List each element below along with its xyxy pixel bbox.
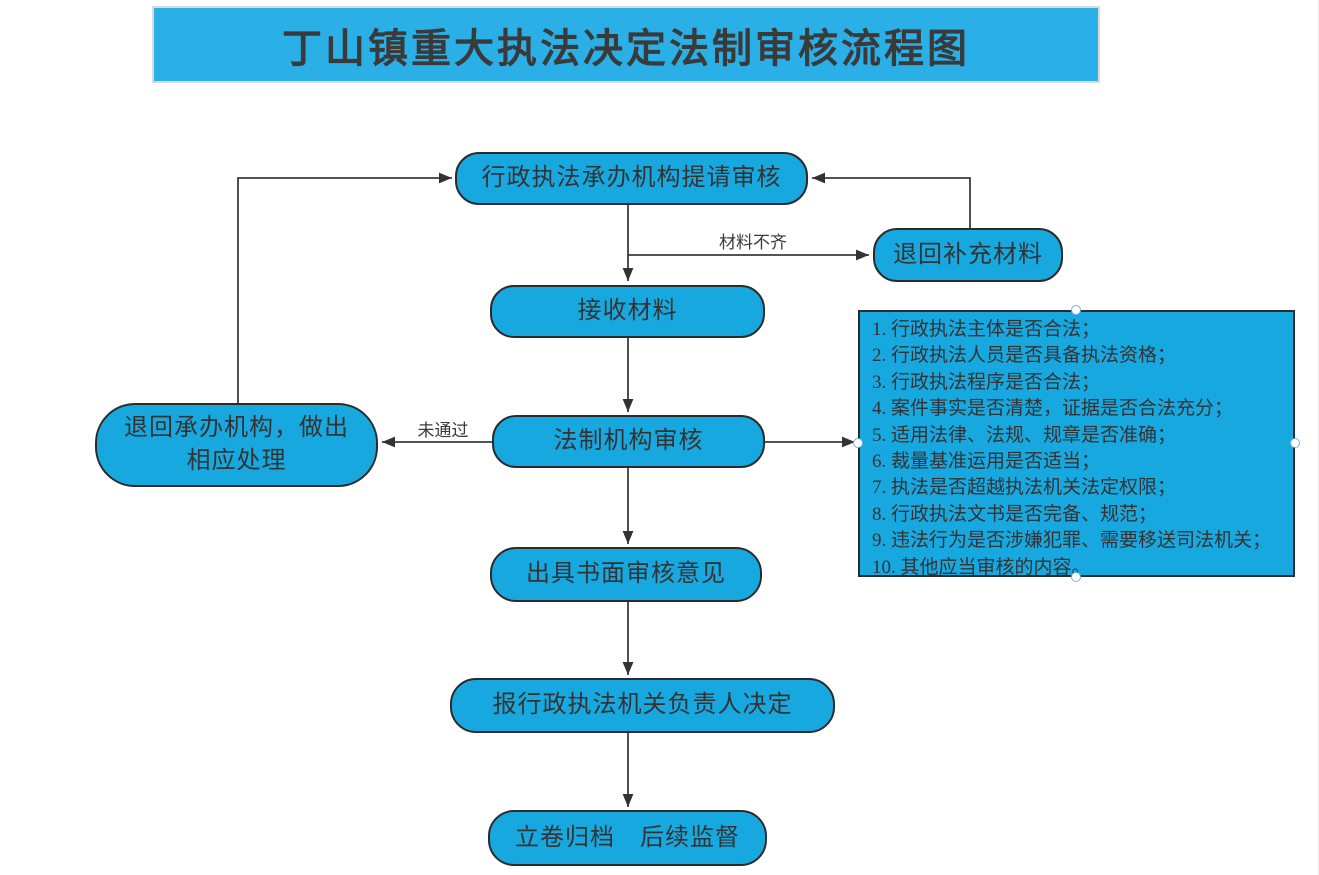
review-points-box[interactable]: 1. 行政执法主体是否合法； 2. 行政执法人员是否具备执法资格； 3. 行政执… [858,310,1295,578]
node-leader-decision-label: 报行政执法机关负责人决定 [492,692,793,718]
node-return-agency[interactable]: 退回承办机构，做出 相应处理 [95,403,378,487]
arrow-supplement-back-to-request [812,172,971,229]
review-point: 7. 执法是否超越执法机关法定权限； [872,477,1177,499]
review-point: 4. 案件事实是否清楚，证据是否合法充分； [872,398,1234,420]
node-receive-materials-label: 接收材料 [577,298,678,324]
resize-handle-top[interactable] [1071,305,1081,315]
node-return-agency-line2: 相应处理 [186,448,287,474]
review-point: 1. 行政执法主体是否合法； [872,319,1101,340]
node-written-opinion[interactable]: 出具书面审核意见 [490,547,762,602]
review-point: 10. 其他应当审核的内容。 [872,556,1091,578]
node-return-supplement[interactable]: 退回补充材料 [873,228,1063,282]
arrow-agency-back-to-request [237,172,452,404]
review-point: 9. 违法行为是否涉嫌犯罪、需要移送司法机关； [872,530,1272,552]
node-archive-label: 立卷归档 后续监督 [515,824,740,851]
review-point: 2. 行政执法人员是否具备执法资格； [872,345,1177,367]
label-not-passed: 未通过 [406,416,480,441]
flowchart-title: 丁山镇重大执法决定法制审核流程图 [282,25,970,71]
node-legal-review-label: 法制机构审核 [553,428,704,454]
resize-handle-left[interactable] [853,438,863,448]
review-point: 3. 行政执法程序是否合法； [872,371,1101,393]
node-archive[interactable]: 立卷归档 后续监督 [488,810,767,866]
node-leader-decision[interactable]: 报行政执法机关负责人决定 [450,678,835,733]
node-legal-review[interactable]: 法制机构审核 [492,415,765,468]
resize-handle-right[interactable] [1290,438,1300,448]
node-request-review-label: 行政执法承办机构提请审核 [481,165,782,191]
title-banner[interactable]: 丁山镇重大执法决定法制审核流程图 [152,6,1100,83]
node-request-review[interactable]: 行政执法承办机构提请审核 [455,152,808,205]
node-return-agency-label: 退回承办机构，做出 相应处理 [124,412,349,478]
node-return-agency-line1: 退回承办机构，做出 [124,415,349,441]
node-return-supplement-label: 退回补充材料 [893,241,1043,268]
node-receive-materials[interactable]: 接收材料 [490,285,765,338]
review-point: 5. 适用法律、法规、规章是否准确； [872,424,1177,446]
resize-handle-bottom[interactable] [1071,572,1081,582]
node-written-opinion-label: 出具书面审核意见 [526,561,726,587]
label-materials-incomplete: 材料不齐 [706,228,800,253]
review-point: 8. 行政执法文书是否完备、规范； [872,503,1158,525]
review-point: 6. 裁量基准运用是否适当； [872,451,1101,473]
